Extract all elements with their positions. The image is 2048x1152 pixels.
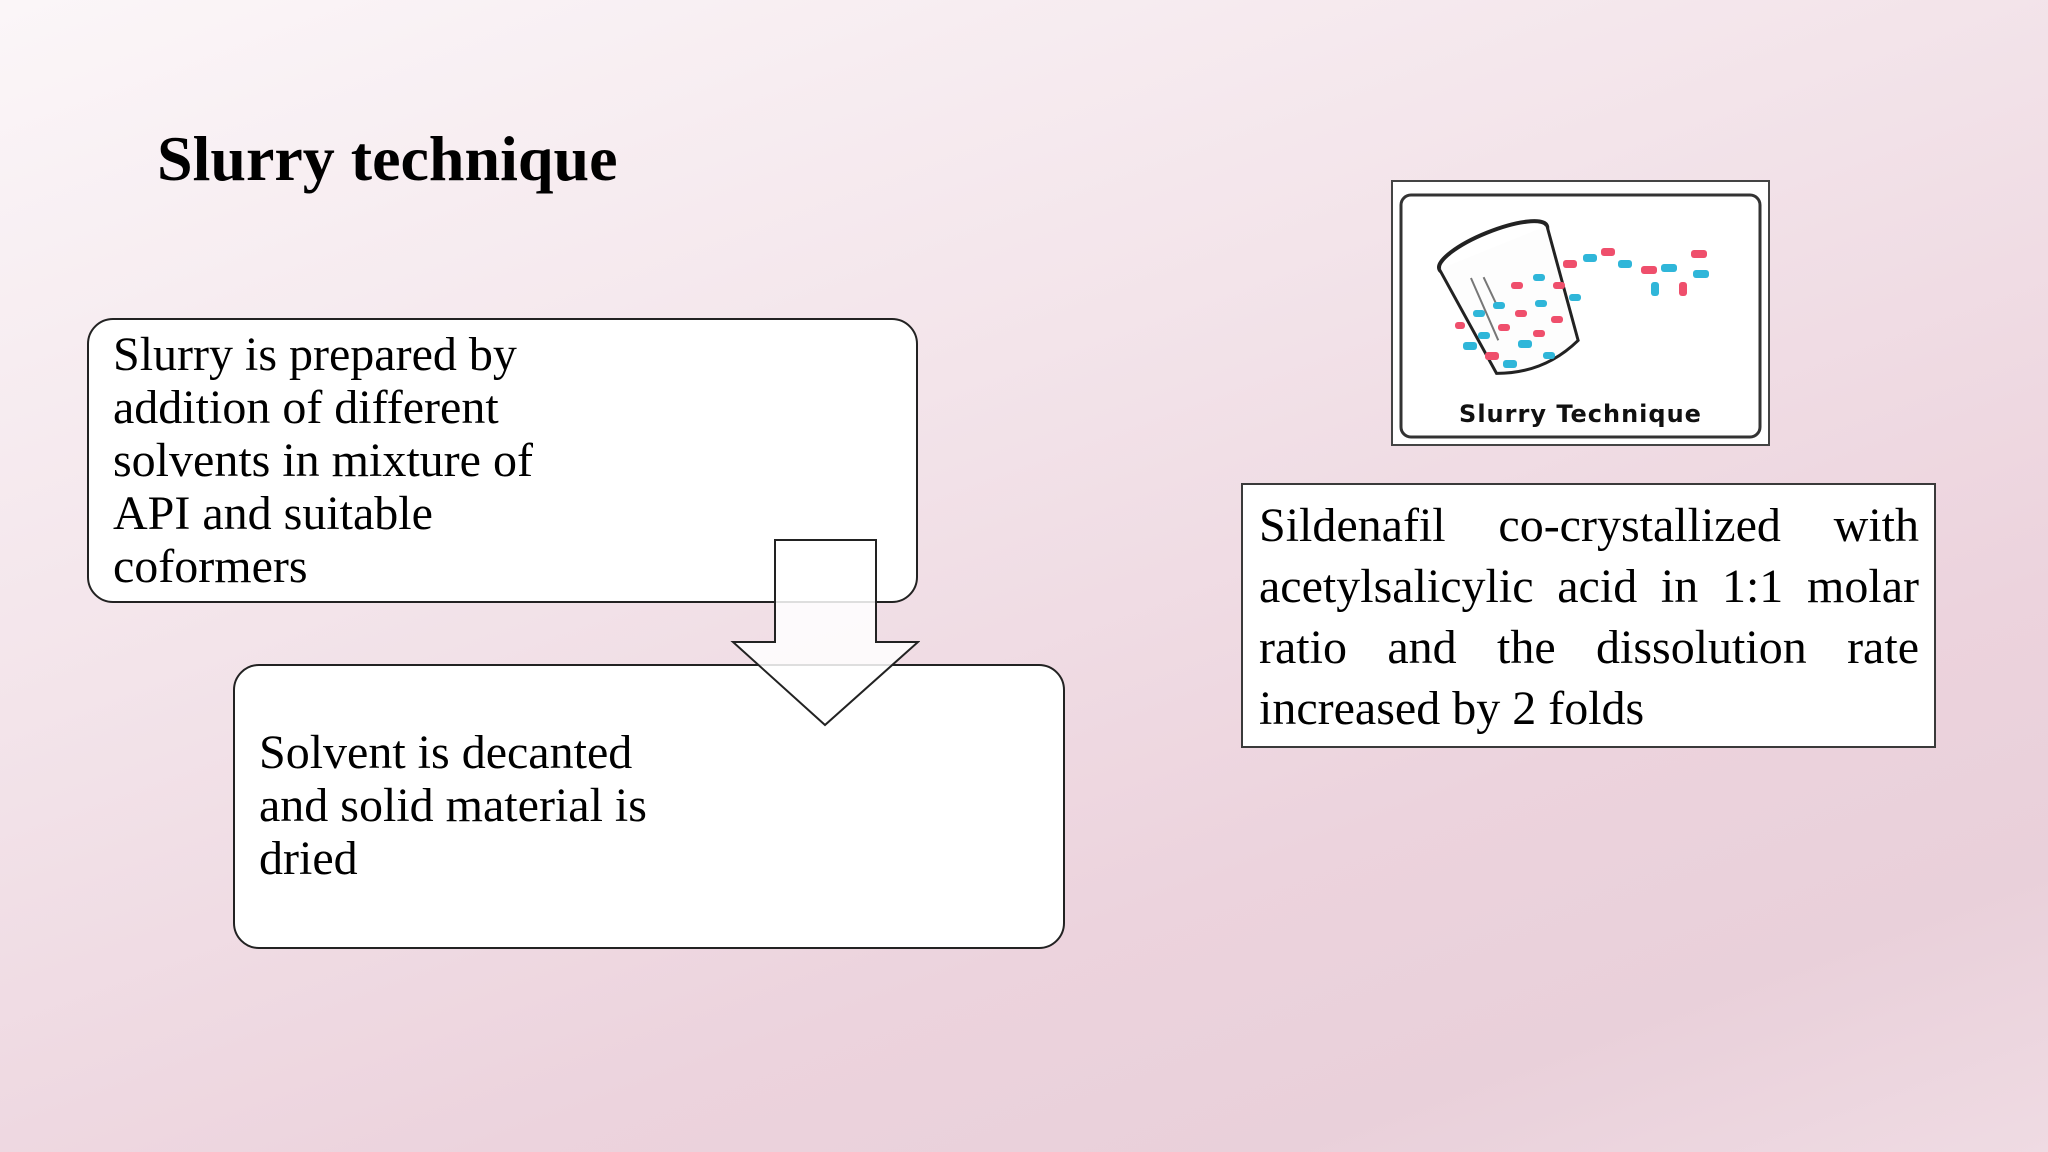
flow-step-text: Solvent is decanted and solid material i…	[259, 726, 647, 885]
down-arrow-icon	[730, 539, 920, 727]
beaker-with-particles-image	[1399, 193, 1762, 439]
figure-caption: Slurry Technique	[1459, 400, 1702, 428]
flow-step-text: Slurry is prepared by addition of differ…	[113, 328, 533, 593]
example-note-text: Sildenafil co-crystallized with acetylsa…	[1259, 499, 1919, 735]
example-note-box: Sildenafil co-crystallized with acetylsa…	[1241, 483, 1936, 748]
flow-step-decant-dry: Solvent is decanted and solid material i…	[233, 664, 1065, 949]
slurry-technique-illustration: Slurry Technique	[1391, 180, 1770, 446]
particle-group	[1455, 248, 1709, 368]
flow-step-slurry-preparation: Slurry is prepared by addition of differ…	[87, 318, 918, 603]
slide-title: Slurry technique	[157, 123, 618, 194]
